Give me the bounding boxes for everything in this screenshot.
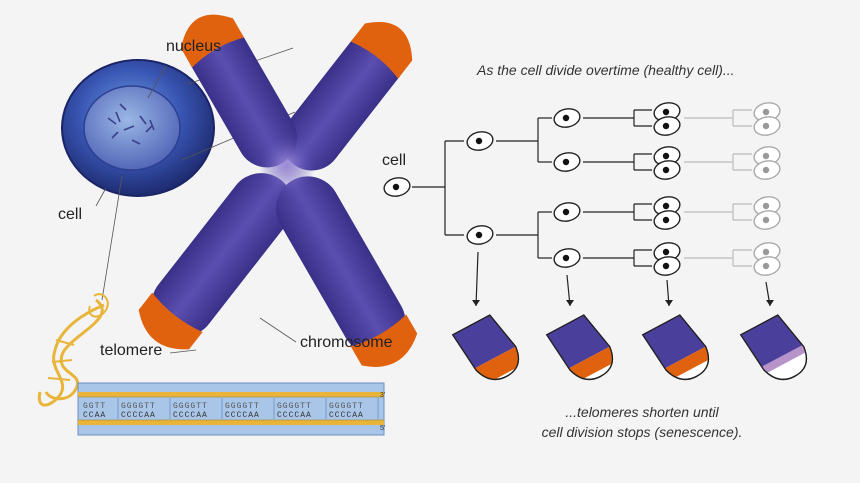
dna-top-segment: GGGGTT: [329, 402, 364, 411]
chromosome-illustration: [138, 14, 418, 367]
faded-cell-icon: [753, 160, 781, 180]
faded-cell-icon: [753, 256, 781, 276]
dna-bottom-segment: CCCCAA: [173, 411, 208, 420]
dna-helix: [37, 293, 109, 407]
cell-icon: [553, 108, 581, 128]
dna-bottom-segment: CCAA: [83, 411, 106, 420]
leader-lines: [95, 47, 297, 354]
top-caption: As the cell divide overtime (healthy cel…: [477, 62, 735, 78]
dna-bottom-segment: CCCCAA: [121, 411, 156, 420]
cell-icon: [466, 225, 494, 245]
dna-bottom-segment: CCCCAA: [277, 411, 312, 420]
telomere-tips: [451, 311, 812, 389]
dna-top-strand: GGTT GGGGTT GGGGTT GGGGTT GGGGTT GGGGTT: [83, 398, 379, 419]
dna-top-segment: GGTT: [83, 402, 106, 411]
telomere-tip: [739, 311, 812, 381]
faded-cell-icon: [753, 102, 781, 122]
dna-top-segment: GGGGTT: [277, 402, 312, 411]
telomere-tip: [545, 311, 620, 387]
cell-icon: [653, 146, 681, 166]
dna-bottom-strand: CCAA CCCCAA CCCCAA CCCCAA CCCCAA CCCCAA: [83, 411, 364, 420]
cell-illustration: [61, 59, 215, 197]
cell-icon: [653, 210, 681, 230]
cell-icon: [553, 248, 581, 268]
cell-icon: [383, 177, 411, 197]
faded-cell-icon: [753, 210, 781, 230]
dna-top-segment: GGGGTT: [173, 402, 208, 411]
telomere-label: telomere: [100, 342, 163, 359]
cell-icon: [553, 202, 581, 222]
bottom-caption-line1: ...telomeres shorten until: [565, 404, 719, 420]
bottom-caption-line2: cell division stops (senescence).: [541, 424, 743, 440]
dna-bottom-segment: CCCCAA: [329, 411, 364, 420]
dna-bottom-segment: CCCCAA: [225, 411, 260, 420]
cell-icon: [653, 256, 681, 276]
division-tree: [383, 102, 781, 307]
chromosome-label: chromosome: [300, 334, 393, 351]
cell-icon: [653, 116, 681, 136]
cell-right-label: cell: [382, 152, 407, 169]
dna-end-bottom: 5': [380, 425, 385, 432]
faded-cell-icon: [753, 116, 781, 136]
telomere-tip: [641, 311, 716, 384]
cell-icon: [653, 160, 681, 180]
dna-top-segment: GGGGTT: [121, 402, 156, 411]
cell-icon: [653, 196, 681, 216]
telomere-tip: [451, 311, 526, 389]
cell-left-label: cell: [58, 206, 83, 223]
dna-end-top: 3': [380, 392, 385, 399]
nucleus-label: nucleus: [166, 38, 222, 55]
cell-icon: [553, 152, 581, 172]
dna-top-segment: GGGGTT: [225, 402, 260, 411]
cell-icon: [466, 131, 494, 151]
nucleus-chromatin: [107, 103, 155, 145]
